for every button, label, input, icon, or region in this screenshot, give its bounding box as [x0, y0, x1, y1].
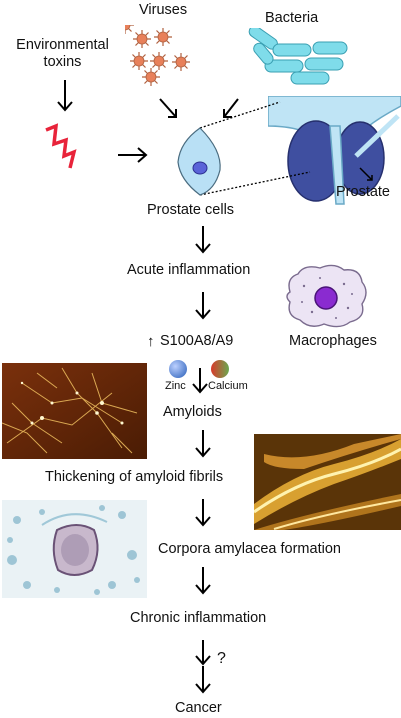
- question-mark-label: ?: [217, 650, 226, 667]
- prostate-anatomy-illustration: [268, 96, 401, 206]
- pathogen-arrows: [159, 98, 239, 118]
- chronic-inflammation-label: Chronic inflammation: [130, 610, 267, 626]
- amyloid-afm-image: [2, 363, 147, 459]
- bacteria-cluster-icon: [248, 28, 348, 85]
- macrophages-label: Macrophages: [289, 333, 377, 349]
- environmental-toxins-label: Environmental toxins: [5, 37, 120, 70]
- acute-inflammation-label: Acute inflammation: [127, 262, 251, 278]
- macrophage-icon: [286, 264, 367, 328]
- cancer-label: Cancer: [175, 700, 222, 716]
- flow-arrow-1: [195, 226, 211, 254]
- flow-arrow-3: [192, 368, 208, 394]
- virus-cluster-icon: [125, 25, 191, 87]
- thick-fibrils-image: [254, 434, 401, 530]
- toxins-down-arrow: [57, 80, 73, 112]
- calcium-sphere-icon: [211, 360, 229, 378]
- environmental-toxins-line-1: Environmental: [16, 37, 109, 53]
- flow-arrow-6: [195, 567, 211, 595]
- up-arrow-icon: ↑: [147, 333, 155, 350]
- double-down-arrow: [195, 640, 211, 694]
- corpora-amylacea-image: [2, 500, 147, 598]
- bacteria-label: Bacteria: [265, 10, 319, 26]
- prostate-label: Prostate: [336, 184, 390, 200]
- lightning-bolt-icon: [45, 123, 77, 169]
- amyloids-label: Amyloids: [163, 404, 222, 420]
- toxins-right-arrow: [118, 147, 148, 163]
- corpora-amylacea-label: Corpora amylacea formation: [158, 541, 341, 557]
- thickening-label: Thickening of amyloid fibrils: [45, 469, 224, 485]
- flow-arrow-4: [195, 430, 211, 458]
- ion-spheres: [169, 360, 229, 378]
- zinc-label: Zinc: [165, 380, 186, 392]
- environmental-toxins-line-2: toxins: [43, 53, 82, 70]
- calcium-label: Calcium: [208, 380, 248, 392]
- prostate-cell-icon: [177, 101, 311, 196]
- zinc-sphere-icon: [169, 360, 187, 378]
- virus-icon: [125, 25, 134, 34]
- s100a8-a9-label: S100A8/A9: [160, 333, 234, 349]
- viruses-label: Viruses: [139, 2, 188, 18]
- flow-arrow-5: [195, 499, 211, 527]
- flow-arrow-2: [195, 292, 211, 320]
- prostate-cells-label: Prostate cells: [147, 202, 235, 218]
